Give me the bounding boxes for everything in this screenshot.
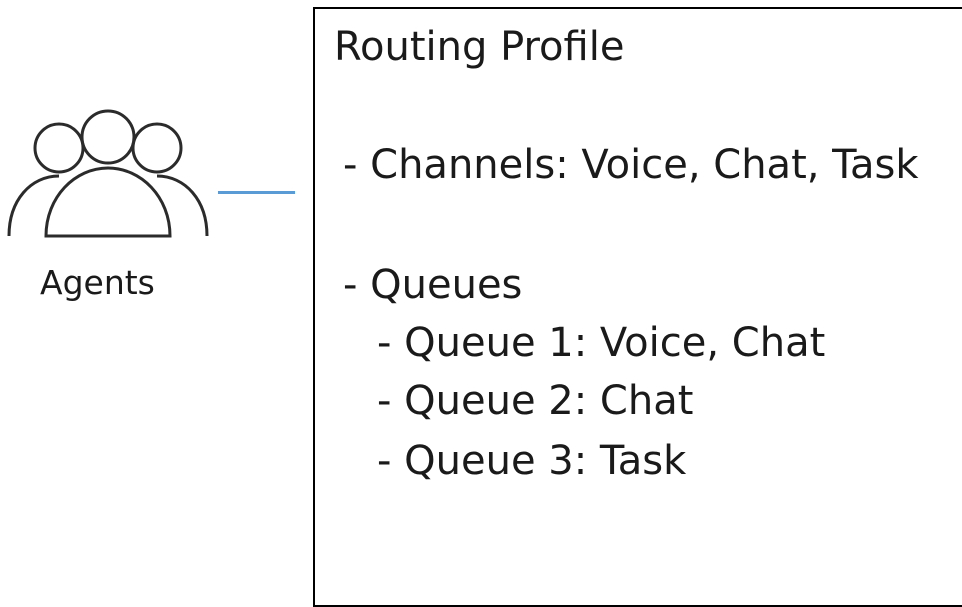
agents-label: Agents bbox=[40, 263, 155, 302]
queue-item: - Queue 1: Voice, Chat bbox=[377, 320, 826, 366]
queue-item: - Queue 3: Task bbox=[377, 438, 687, 484]
queues-header: - Queues bbox=[343, 262, 523, 308]
people-group-icon bbox=[7, 109, 209, 238]
queue-item: - Queue 2: Chat bbox=[377, 378, 694, 424]
connector-line bbox=[218, 191, 295, 194]
routing-profile-title: Routing Profile bbox=[334, 24, 625, 70]
channels-line: - Channels: Voice, Chat, Task bbox=[343, 142, 919, 188]
